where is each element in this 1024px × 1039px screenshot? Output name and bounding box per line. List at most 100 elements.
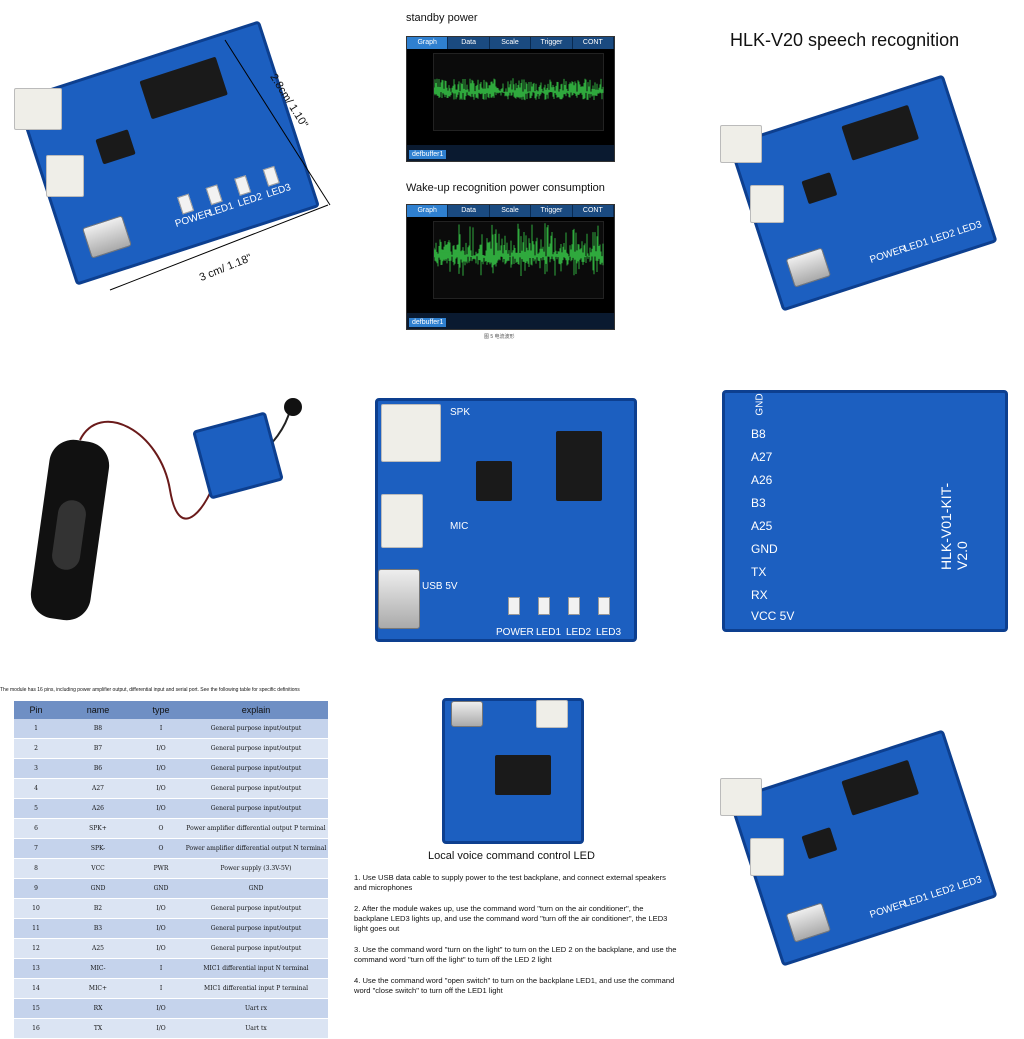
- panel-power-consumption: standby power Graph Data Scale Trigger C…: [400, 0, 620, 345]
- tab-trigger[interactable]: Trigger: [531, 37, 573, 49]
- step-3: 3. Use the command word "turn on the lig…: [354, 945, 677, 964]
- cell-type: I/O: [138, 918, 184, 939]
- label-led3: LED3: [956, 219, 984, 238]
- usb-port: [785, 247, 832, 288]
- usb-port: [451, 701, 483, 727]
- amp-chip: [801, 172, 838, 205]
- cell-explain: Uart tx: [184, 1018, 328, 1039]
- tab-cont[interactable]: CONT: [573, 37, 615, 49]
- speaker-connector: [536, 700, 568, 728]
- dimension-lines: [109, 39, 331, 291]
- panel-board-angle: POWER LED1 LED2 LED3: [690, 700, 1024, 1024]
- speaker-connector: [14, 88, 62, 130]
- cell-pin: 14: [14, 978, 58, 999]
- cell-type: I: [138, 978, 184, 999]
- panel-pin-table: The module has 16 pins, including power …: [0, 685, 340, 1039]
- tab-cont[interactable]: CONT: [573, 205, 615, 217]
- cell-type: I/O: [138, 1018, 184, 1039]
- pcb-board-back: GND B8 A27 A26 B3 A25 GND TX RX VCC 5V H…: [722, 390, 1008, 632]
- tab-scale[interactable]: Scale: [490, 37, 532, 49]
- cell-pin: 12: [14, 938, 58, 959]
- tab-trigger[interactable]: Trigger: [531, 205, 573, 217]
- cell-type: I/O: [138, 998, 184, 1019]
- cell-name: B2: [58, 898, 138, 919]
- step-2: 2. After the module wakes up, use the co…: [354, 904, 668, 933]
- label-led1: LED1: [902, 236, 930, 255]
- cell-pin: 9: [14, 878, 58, 899]
- waveform-trace: [433, 223, 604, 276]
- step-4: 4. Use the command word "open switch" to…: [354, 976, 675, 995]
- main-chip: [556, 431, 602, 501]
- mic-connector: [46, 155, 84, 197]
- cell-explain: General purpose input/output: [184, 719, 328, 739]
- instructions-steps: 1. Use USB data cable to supply power to…: [354, 873, 678, 1007]
- amp-chip: [801, 827, 838, 860]
- cell-name: A25: [58, 938, 138, 959]
- pin-a25: A25: [751, 519, 773, 533]
- cell-name: SPK-: [58, 838, 138, 859]
- label-usb: USB 5V: [422, 581, 458, 592]
- cell-type: I/O: [138, 758, 184, 779]
- tab-graph[interactable]: Graph: [407, 37, 449, 49]
- tab-graph[interactable]: Graph: [407, 205, 449, 217]
- pin-tx: TX: [751, 565, 767, 579]
- wake-scope: Graph Data Scale Trigger CONT defbuffer1: [406, 204, 615, 330]
- speaker-connector: [381, 404, 441, 462]
- tab-data[interactable]: Data: [448, 37, 490, 49]
- cell-explain: Uart rx: [184, 998, 328, 1019]
- board-name: HLK-V01-KIT-V2.0: [938, 482, 970, 570]
- label-power: POWER: [868, 898, 908, 921]
- pin-b3: B3: [751, 496, 766, 510]
- cell-type: I/O: [138, 738, 184, 759]
- tab-data[interactable]: Data: [448, 205, 490, 217]
- cell-name: B6: [58, 758, 138, 779]
- cell-explain: GND: [184, 878, 328, 899]
- pin-rx: RX: [751, 588, 768, 602]
- cell-name: B3: [58, 918, 138, 939]
- label-power: POWER: [868, 243, 908, 266]
- cell-explain: Power amplifier differential output P te…: [184, 818, 328, 839]
- mic-connector: [750, 185, 784, 223]
- mic-connector: [381, 494, 423, 548]
- scope-footer: defbuffer1: [407, 313, 614, 329]
- led-power: [508, 597, 520, 615]
- cell-pin: 4: [14, 778, 58, 799]
- led-1: [538, 597, 550, 615]
- cell-type: I: [138, 719, 184, 739]
- cell-explain: General purpose input/output: [184, 918, 328, 939]
- label-led2: LED2: [566, 627, 592, 638]
- cell-name: TX: [58, 1018, 138, 1039]
- label-power: POWER: [496, 627, 534, 638]
- cell-pin: 16: [14, 1018, 58, 1039]
- cell-type: I/O: [138, 778, 184, 799]
- cell-type: I/O: [138, 938, 184, 959]
- label-led3: LED3: [956, 874, 984, 893]
- product-title: HLK-V20 speech recognition: [730, 30, 960, 50]
- cell-type: PWR: [138, 858, 184, 879]
- panel-product-title: HLK-V20 speech recognition POWER LED1 LE…: [690, 0, 1024, 340]
- label-mic: MIC: [450, 521, 469, 532]
- standby-scope: Graph Data Scale Trigger CONT defbuffer1: [406, 36, 615, 162]
- cell-explain: MIC1 differential input N terminal: [184, 958, 328, 979]
- label-led2: LED2: [929, 882, 957, 902]
- pin-vcc: VCC 5V: [751, 609, 795, 623]
- cell-pin: 6: [14, 818, 58, 839]
- cell-pin: 10: [14, 898, 58, 919]
- cell-type: GND: [138, 878, 184, 899]
- scope-footer: defbuffer1: [407, 145, 614, 161]
- led-2: [568, 597, 580, 615]
- col-type: type: [138, 701, 184, 719]
- panel-board-top: SPK MIC USB 5V POWER LED1 LED2 LED3: [375, 398, 637, 642]
- tab-scale[interactable]: Scale: [490, 205, 532, 217]
- wake-plot: [433, 221, 604, 299]
- cell-name: SPK+: [58, 818, 138, 839]
